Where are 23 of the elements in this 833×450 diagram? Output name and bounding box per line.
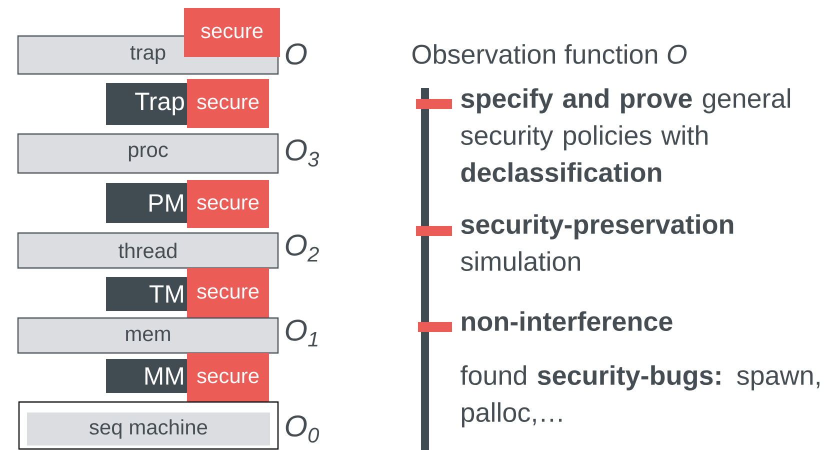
bullet-text: non-interference [462, 311, 672, 332]
observation-symbol: O$_{0}$ [286, 415, 320, 443]
observation-symbol: O$_{3}$ [286, 139, 320, 167]
title: Observation function O [412, 44, 687, 64]
module-box: MM [106, 359, 188, 393]
module-box: Trap [106, 83, 188, 125]
secure-badge: secure [187, 353, 269, 402]
observation-symbol: O$_{2}$ [286, 234, 319, 262]
module-box: TM [106, 277, 188, 311]
bullet-text: security-preservation simulation [460, 214, 734, 272]
secure-badge: secure [187, 268, 269, 318]
observation-symbol: O$_{1}$ [286, 320, 318, 346]
layer-box: thread [17, 232, 279, 269]
bullet-text: found security-bugs: spawn, palloc,… [460, 365, 820, 428]
secure-badge: secure [184, 8, 280, 57]
secure-badge: secure [187, 180, 269, 228]
module-box: PM [106, 183, 188, 223]
layer-box: proc [17, 133, 279, 174]
bullet-text: specify and prove general security policies with declassification [460, 88, 790, 182]
layer-box: mem [17, 317, 279, 354]
secure-badge: secure [187, 79, 269, 128]
machine-box: seq machine [18, 401, 279, 450]
observation-symbol: O [286, 43, 307, 65]
